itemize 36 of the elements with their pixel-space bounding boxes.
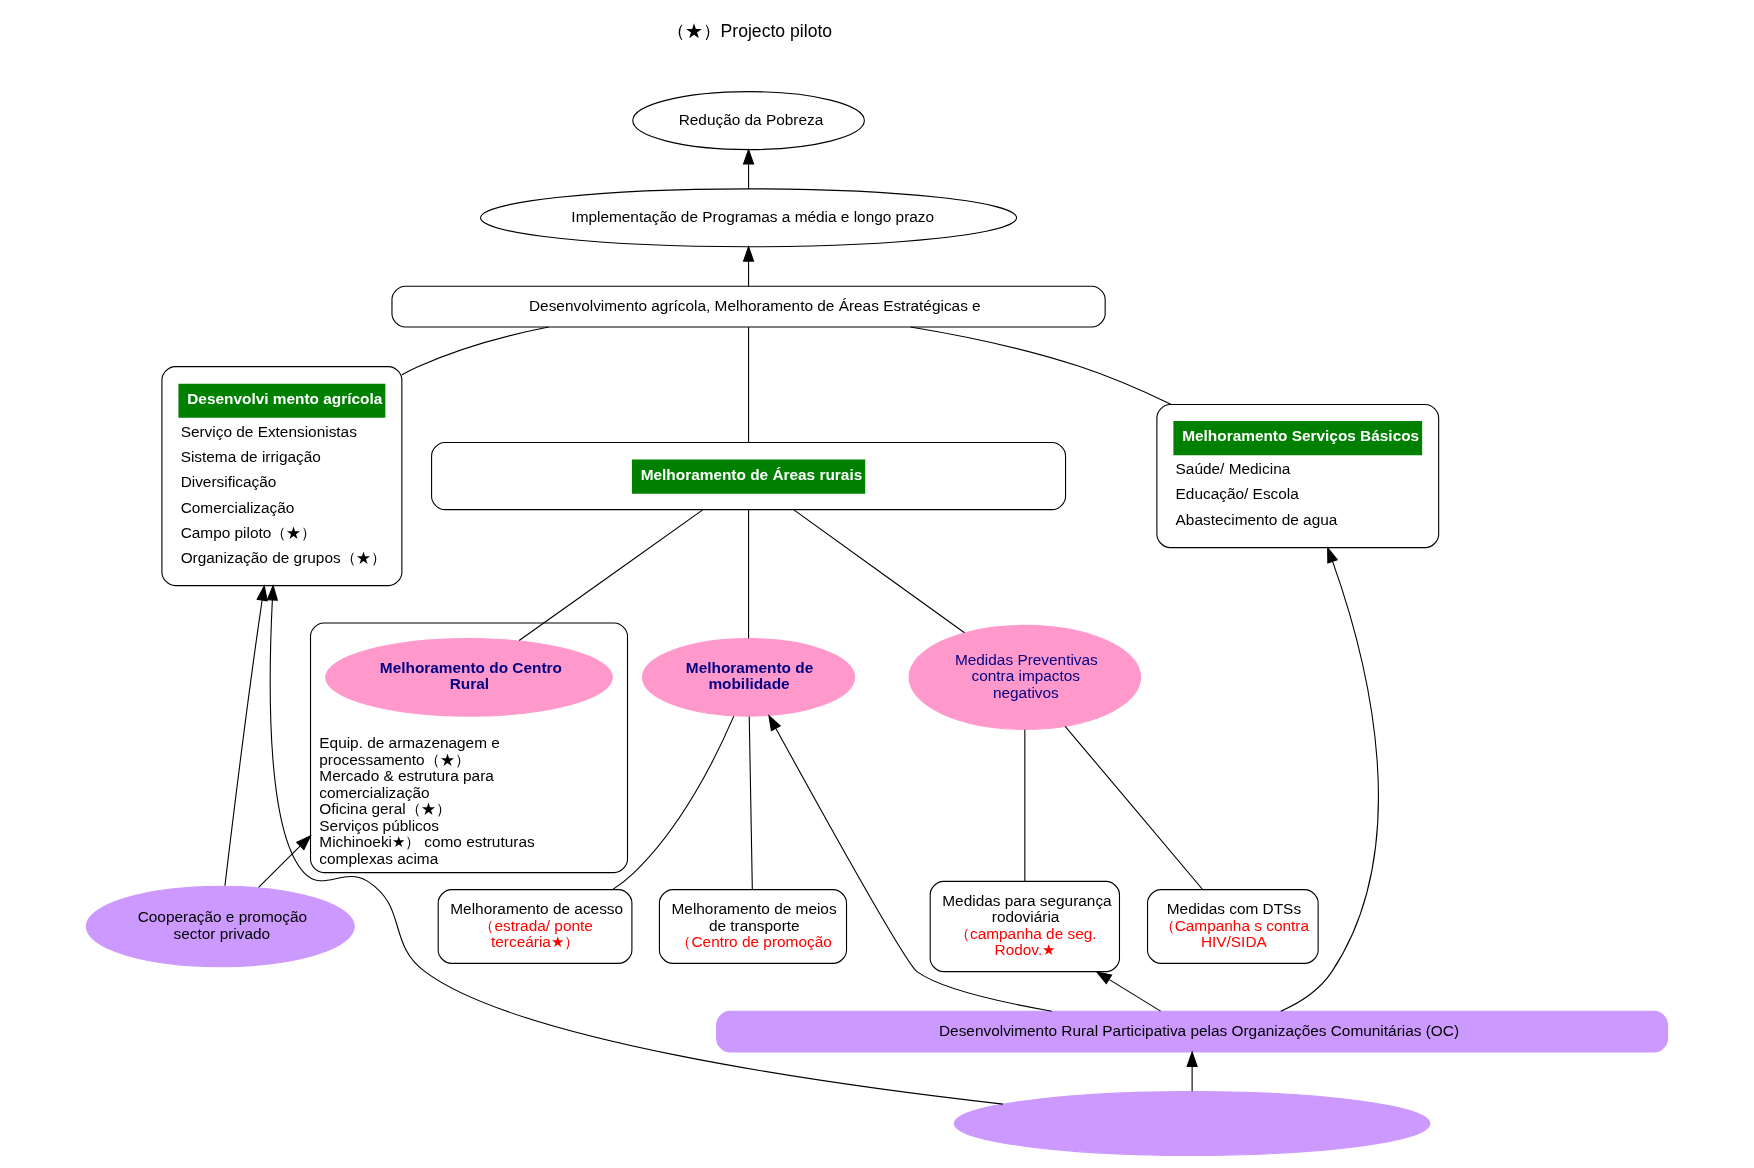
arrow xyxy=(1095,970,1162,1012)
node-ellipse: Redução da Pobreza xyxy=(632,91,865,151)
connector xyxy=(748,715,753,890)
connector xyxy=(793,509,966,634)
arrow xyxy=(224,584,268,887)
node-ellipse xyxy=(953,1091,1431,1156)
connector xyxy=(748,326,750,443)
node-ellipse: Medidas Preventivas contra impactos negativos xyxy=(908,624,1142,730)
arrow xyxy=(768,714,1053,1012)
arrow xyxy=(742,148,755,190)
connector xyxy=(910,326,1172,406)
node-box: Melhoramento Serviços Básicos Saúde/ Medicina Educação/ Escola Abastecimento de agua xyxy=(1156,404,1440,549)
node-box: Melhoramento de Áreas rurais xyxy=(431,441,1067,511)
node-box: Medidas para segurança rodoviária （campanha de seg. Rodov.★ xyxy=(929,880,1121,973)
label: （★）Projecto piloto xyxy=(666,20,833,41)
arrow xyxy=(258,834,312,888)
node-ellipse: Melhoramento de mobilidade xyxy=(642,638,856,717)
node-box: Melhoramento de meios de transporte （Centro de promoção xyxy=(658,889,848,964)
node-box: Desenvolvi mento agrícola Serviço de Extensionistas Sistema de irrigação Diversificação Comercialização Campo piloto（★） Organização de grupos（★） xyxy=(161,366,403,587)
connector xyxy=(401,326,550,376)
arrow xyxy=(742,245,755,287)
connector xyxy=(748,509,750,639)
node-box: Melhoramento de acesso （estrada/ ponte terceária★） xyxy=(437,889,633,964)
arrow xyxy=(266,584,1004,1105)
node-ellipse: Melhoramento do Centro Rural xyxy=(325,638,613,717)
arrow xyxy=(1280,546,1379,1012)
node-box: Desenvolvimento Rural Participativa pelas Organizações Comunitárias (OC) xyxy=(716,1010,1669,1053)
connector xyxy=(1064,725,1203,890)
node-box: Desenvolvimento agrícola, Melhoramento de Áreas Estratégicas e xyxy=(391,285,1106,328)
connector xyxy=(518,509,704,642)
node-box: Medidas com DTSs （Campanha s contra HIV/SIDA xyxy=(1147,889,1319,964)
connector xyxy=(612,715,735,891)
arrow xyxy=(1186,1050,1198,1092)
node-ellipse: Cooperação e promoção sector privado xyxy=(85,885,355,968)
connector xyxy=(1024,729,1026,882)
node-ellipse: Implementação de Programas a média e longo prazo xyxy=(480,188,1018,248)
